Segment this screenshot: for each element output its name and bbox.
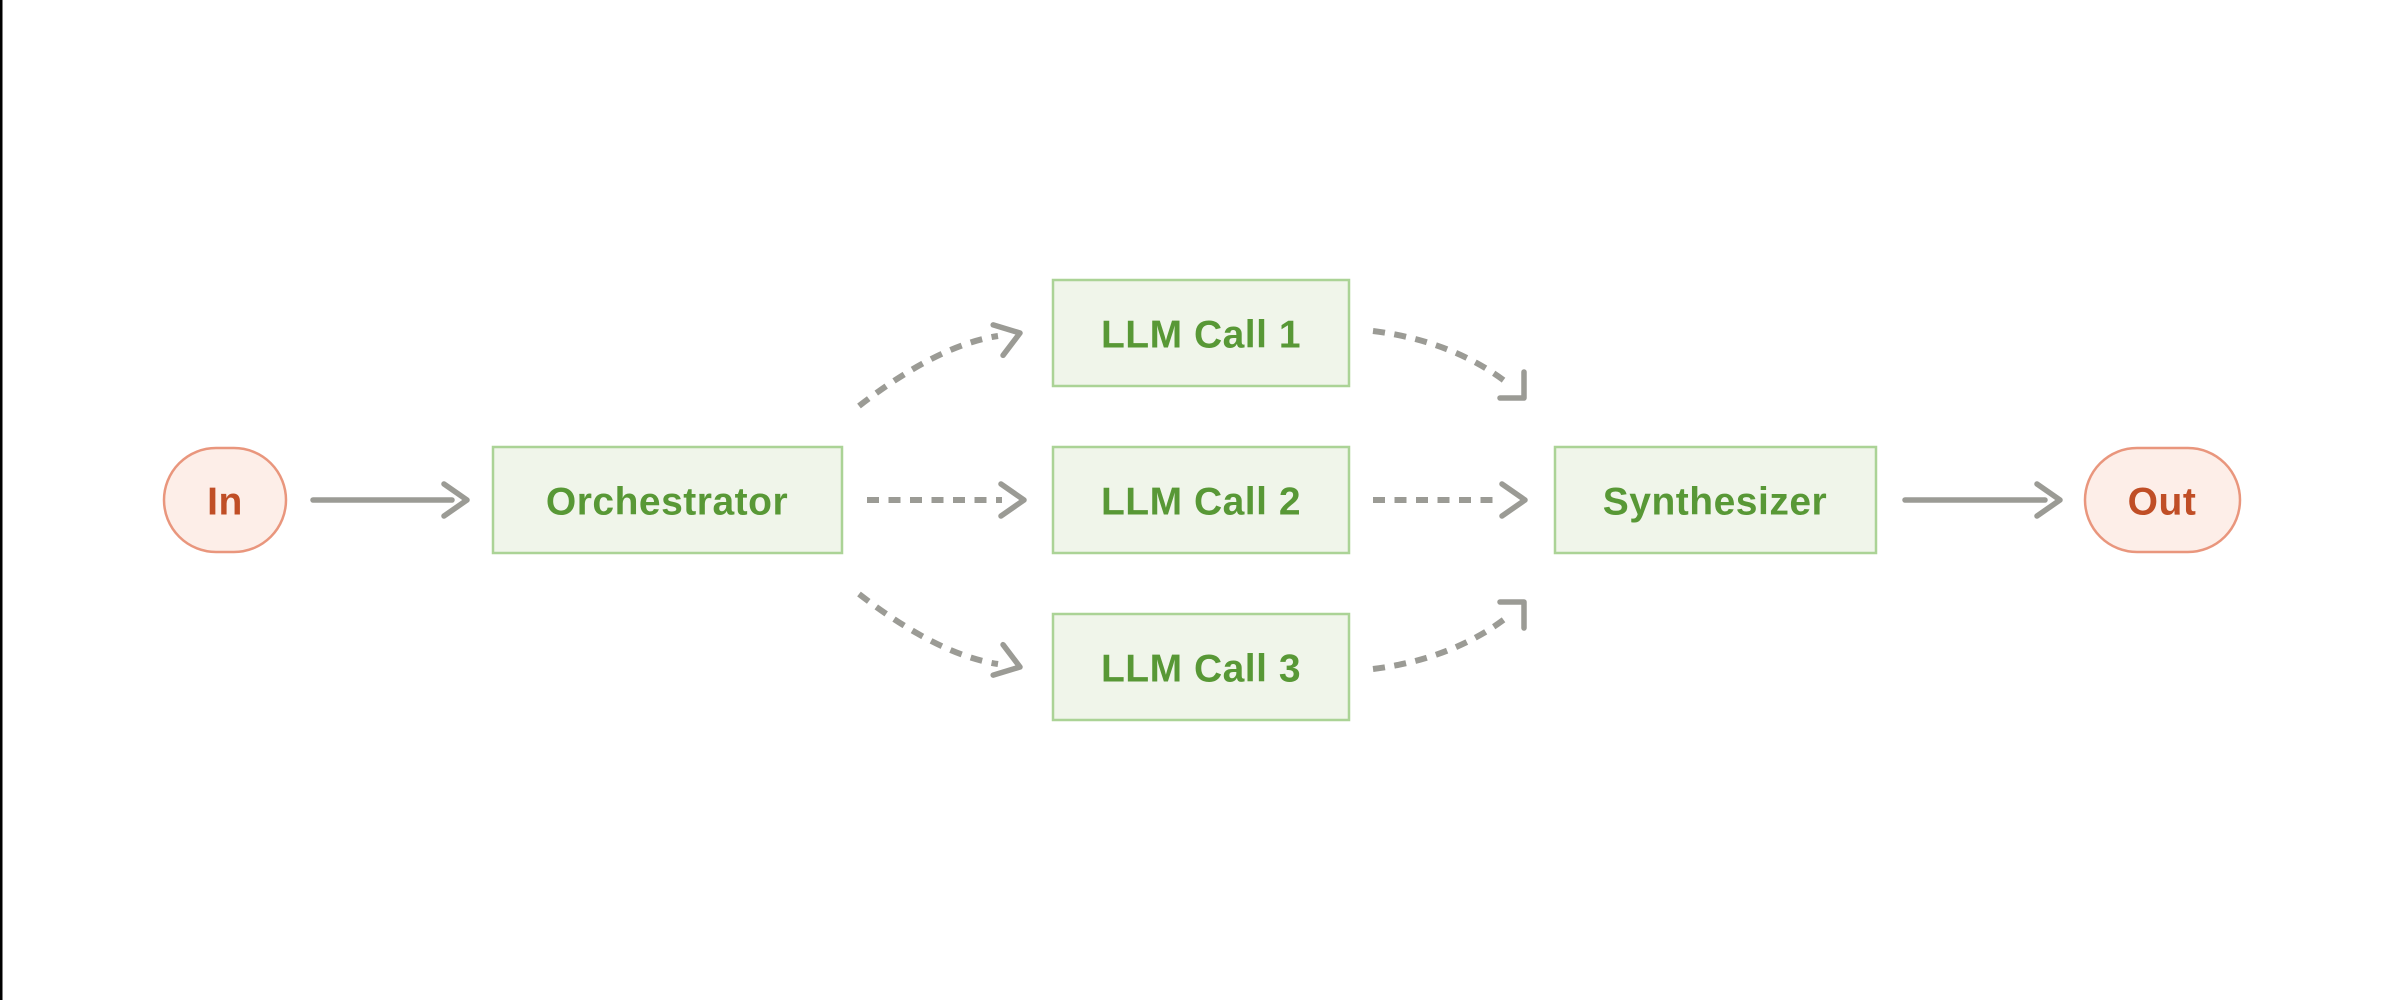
arrow-orchestrator-to-llm3-curve [857, 591, 999, 667]
in-node-shape [162, 446, 288, 554]
arrow-orchestrator-to-llm1 [857, 322, 1023, 409]
orchestrator-node-label: Orchestrator [546, 481, 788, 524]
synthesizer-node-label: Synthesizer [1603, 481, 1827, 524]
arrow-orchestrator-to-llm1-head-icon [990, 322, 1023, 359]
llm-call-3-node: LLM Call 3 [1051, 612, 1351, 722]
left-edge-line [0, 0, 3, 1000]
arrow-orchestrator-to-llm2 [867, 481, 1027, 519]
out-node: Out [2083, 446, 2242, 554]
out-node-shape [2083, 446, 2242, 554]
orchestrator-node-shape [491, 445, 844, 555]
orchestrator-node: Orchestrator [491, 445, 844, 555]
arrow-llm2-to-synthesizer-head-icon [1499, 481, 1528, 519]
synthesizer-node-shape [1553, 445, 1878, 555]
arrow-llm2-to-synthesizer [1373, 481, 1528, 519]
in-node: In [162, 446, 288, 554]
arrow-llm1-to-synthesizer [1372, 328, 1527, 401]
arrow-synthesizer-to-out [1902, 481, 2063, 519]
arrow-orchestrator-to-llm3 [857, 591, 1023, 678]
llm-call-3-node-label: LLM Call 3 [1101, 648, 1301, 691]
llm-call-1-node-label: LLM Call 1 [1101, 314, 1301, 357]
in-node-label: In [207, 481, 243, 524]
llm-call-2-node-shape [1051, 445, 1351, 555]
synthesizer-node: Synthesizer [1553, 445, 1878, 555]
arrow-llm1-to-synthesizer-curve [1372, 328, 1508, 385]
arrow-orchestrator-to-llm3-head-icon [990, 641, 1023, 678]
llm-call-3-node-shape [1051, 612, 1351, 722]
llm-call-2-node: LLM Call 2 [1051, 445, 1351, 555]
arrow-llm3-to-synthesizer-curve [1372, 615, 1508, 672]
arrow-in-to-orchestrator-head-icon [441, 481, 470, 519]
arrow-llm3-to-synthesizer [1372, 599, 1527, 672]
arrow-in-to-orchestrator [310, 481, 470, 519]
arrow-orchestrator-to-llm1-curve [857, 333, 999, 409]
arrow-orchestrator-to-llm2-head-icon [998, 481, 1027, 519]
llm-call-1-node-shape [1051, 278, 1351, 388]
out-node-label: Out [2128, 481, 2197, 524]
llm-call-1-node: LLM Call 1 [1051, 278, 1351, 388]
arrow-synthesizer-to-out-head-icon [2034, 481, 2063, 519]
arrow-llm1-to-synthesizer-head-icon [1497, 369, 1527, 401]
llm-call-2-node-label: LLM Call 2 [1101, 481, 1301, 524]
arrow-llm3-to-synthesizer-head-icon [1497, 599, 1527, 631]
